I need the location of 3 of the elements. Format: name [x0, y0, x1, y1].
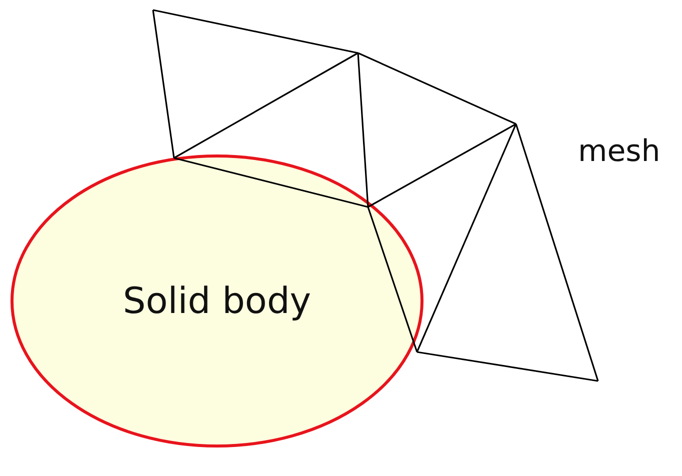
mesh-label: mesh — [578, 134, 660, 169]
solid-body-ellipse — [10, 154, 424, 448]
body-label: Solid body — [122, 280, 312, 322]
